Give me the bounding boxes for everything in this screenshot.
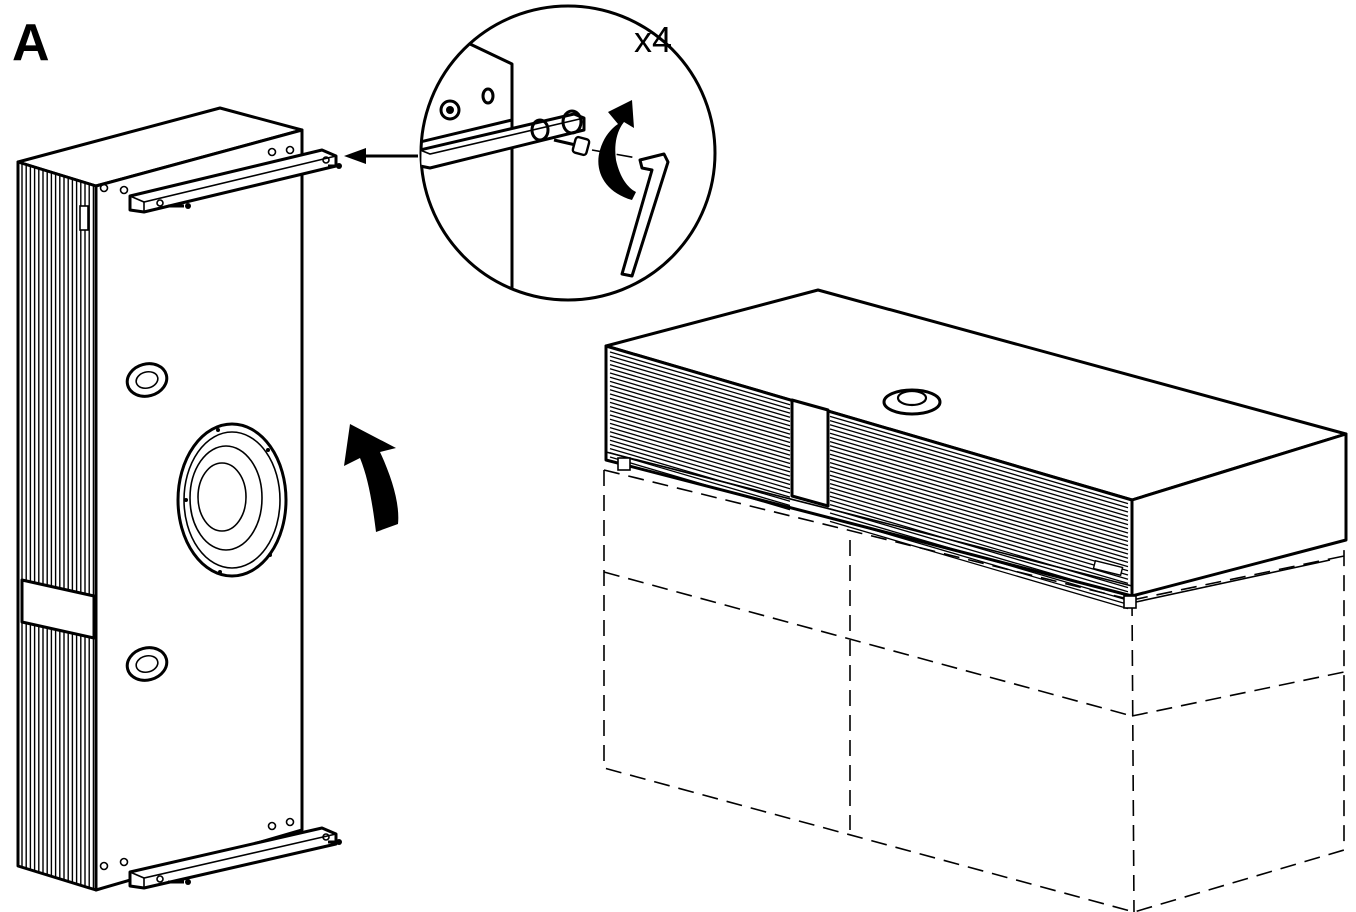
mounting-bracket-bottom [128,826,342,890]
grille-slat [609,351,1129,505]
grille-slat [609,405,1129,559]
grille-slat [609,359,1129,513]
grille-slat [609,372,1129,526]
detail-zoom-circle: x4 [419,4,717,302]
subwoofer-unit [16,106,342,892]
grille-slat [609,410,1129,564]
control-knob [882,388,942,416]
grille-slat [609,393,1129,547]
grille-slat [609,418,1129,572]
grille-slat [609,414,1129,568]
bass-port-upper [125,362,169,398]
clockwise-arrow-icon [598,100,636,200]
soundbar-grille [609,351,1129,610]
grille-slat [609,389,1129,543]
grille-slat [609,426,1129,580]
grille-slat [609,422,1129,576]
hex-key-icon [620,152,670,278]
grille-slat [609,443,1129,597]
soundbar-unit [604,288,1348,610]
grille-slat [609,431,1129,585]
quantity-label: x4 [634,19,672,60]
mounting-bracket-top [128,148,342,214]
grille-slat [609,368,1129,522]
grille-slat [609,452,1129,606]
grille-band [20,578,96,640]
grille-slat [609,401,1129,555]
grille-slat [609,439,1129,593]
cabinet-outline [603,469,1345,912]
grille-slat [609,380,1129,534]
grille-slat [609,363,1129,517]
grille-slat [609,376,1129,530]
grille-slat [609,355,1129,509]
grille-slat [609,447,1129,601]
grille-slat [609,384,1129,538]
step-label: A [12,14,50,72]
woofer-driver [176,422,288,578]
curved-arrow-icon [344,424,399,532]
arrow-left-icon [344,148,418,164]
grille-slat [609,397,1129,551]
grille-slat [609,435,1129,589]
soundbar-center-panel [790,398,830,508]
bass-port-lower [125,646,169,682]
subwoofer-grille [21,162,95,890]
grille-slat [609,456,1129,610]
